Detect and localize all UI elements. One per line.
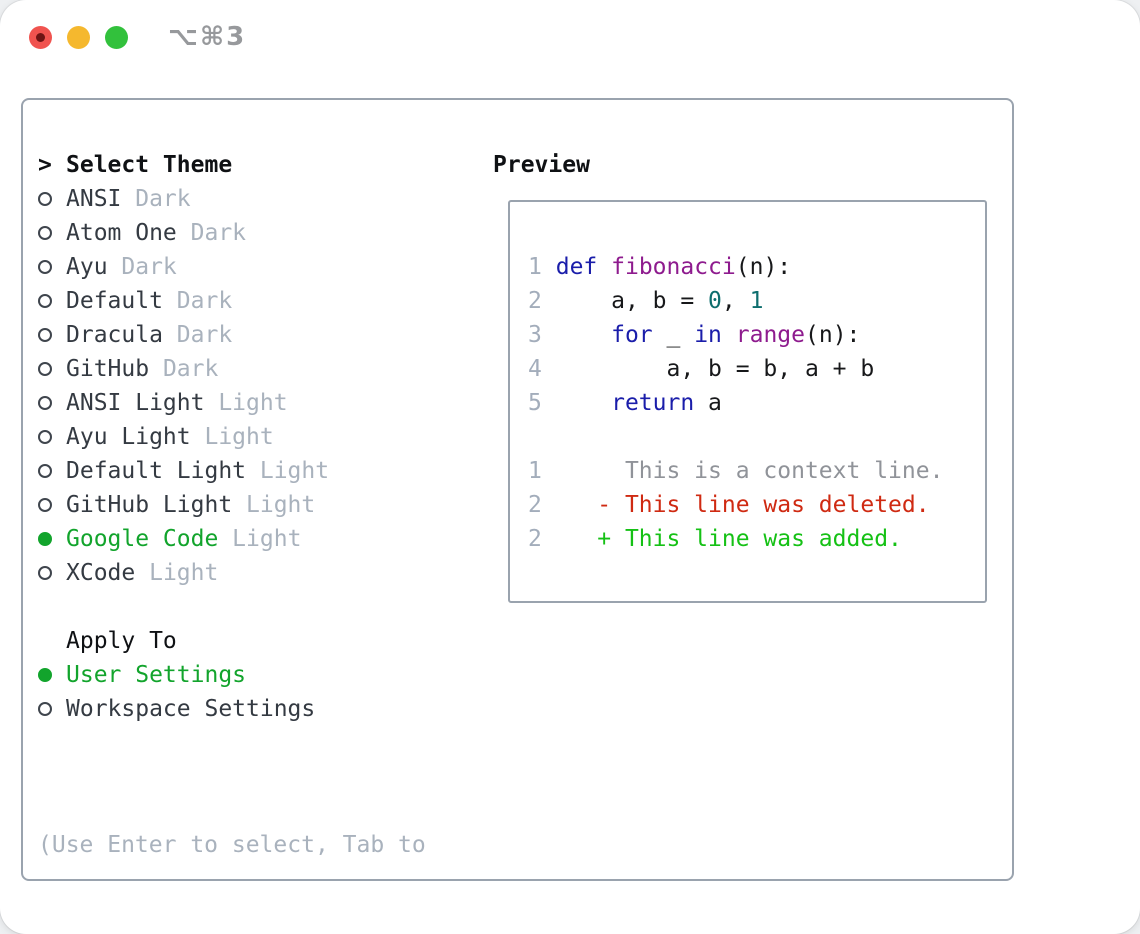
radio-icon [38,702,66,716]
theme-name: Atom One [66,220,177,246]
apply-option-workspace-settings[interactable]: Workspace Settings [38,692,426,726]
close-button[interactable] [29,26,52,49]
minimize-button[interactable] [67,26,90,49]
window-title: ⌥⌘3 [168,22,247,52]
theme-option-default[interactable]: Default Dark [38,284,426,318]
theme-option-github-light[interactable]: GitHub Light Light [38,488,426,522]
help-text-line-1: (Use Enter to select, Tab to [38,832,426,858]
radio-icon [38,260,66,274]
code-line: 5 return a [528,390,722,416]
select-theme-header: > Select Theme [38,148,426,182]
theme-name: ANSI Light [66,390,205,416]
theme-variant: Dark [121,186,191,212]
focus-caret-icon: > [38,152,52,178]
line-number: 4 [528,356,542,382]
theme-name: Dracula [66,322,163,348]
help-text: (Use Enter to select, Tab to change focu… [38,760,426,934]
radio-icon [38,532,66,546]
theme-name: ANSI [66,186,122,212]
theme-option-atom-one[interactable]: Atom One Dark [38,216,426,250]
radio-icon [38,294,66,308]
apply-to-header: Apply To [38,624,426,658]
radio-icon [38,566,66,580]
theme-option-ansi[interactable]: ANSI Dark [38,182,426,216]
theme-option-google-code[interactable]: Google Code Light [38,522,426,556]
zoom-button[interactable] [105,26,128,49]
spacer [38,726,426,760]
line-number: 2 [528,492,542,518]
line-number: 1 [528,458,542,484]
radio-icon [38,192,66,206]
theme-name: Ayu [66,254,108,280]
theme-option-ayu-light[interactable]: Ayu Light Light [38,420,426,454]
radio-icon [38,464,66,478]
diff-line-added: 2 + This line was added. [528,526,902,552]
theme-variant: Dark [162,322,233,348]
theme-variant: Dark [149,356,219,382]
line-number: 1 [528,254,542,280]
theme-variant: Dark [162,288,233,314]
apply-option-label: User Settings [66,662,247,688]
theme-variant: Light [135,560,219,586]
theme-option-ansi-light[interactable]: ANSI Light Light [38,386,426,420]
theme-variant: Light [218,526,302,552]
theme-option-default-light[interactable]: Default Light Light [38,454,426,488]
apply-option-label: Workspace Settings [66,696,316,722]
apply-to-label: Apply To [66,628,177,654]
code-line: 4 a, b = b, a + b [528,356,875,382]
theme-variant: Light [246,458,330,484]
code-line: 3 for _ in range(n): [528,322,861,348]
close-button-dot-icon [36,33,45,42]
help-text-line-2: change focus) [38,930,426,934]
theme-option-github[interactable]: GitHub Dark [38,352,426,386]
radio-icon [38,430,66,444]
theme-variant: Dark [176,220,247,246]
preview-pane: 1 def fibonacci(n): 2 a, b = 0, 1 3 for _ … [508,200,987,603]
preview-header: Preview [493,148,590,182]
line-number: 2 [528,288,542,314]
line-number: 3 [528,322,542,348]
theme-name: GitHub Light [66,492,233,518]
theme-variant: Dark [107,254,177,280]
theme-name: XCode [66,560,136,586]
radio-icon [38,226,66,240]
apply-option-user-settings[interactable]: User Settings [38,658,426,692]
theme-name: Default Light [66,458,247,484]
theme-name: Google Code [66,526,219,552]
radio-icon [38,362,66,376]
theme-option-xcode[interactable]: XCode Light [38,556,426,590]
diff-sample: 1 This is a context line. 2 - This line w… [528,454,943,556]
radio-icon [38,328,66,342]
theme-variant: Light [204,390,288,416]
line-number: 2 [528,526,542,552]
theme-variant: Light [232,492,316,518]
theme-option-dracula[interactable]: Dracula Dark [38,318,426,352]
theme-variant: Light [190,424,274,450]
radio-icon [38,668,66,682]
theme-name: Default [66,288,163,314]
preview-label: Preview [493,152,590,178]
theme-name: GitHub [66,356,150,382]
line-number: 5 [528,390,542,416]
radio-icon [38,396,66,410]
radio-icon [38,498,66,512]
syntax-sample: 1 def fibonacci(n): 2 a, b = 0, 1 3 for _ … [528,250,943,420]
theme-option-ayu[interactable]: Ayu Dark [38,250,426,284]
code-preview: 1 def fibonacci(n): 2 a, b = 0, 1 3 for _ … [528,250,943,556]
title-bar[interactable]: ⌥⌘3 [0,0,1140,75]
theme-name: Ayu Light [66,424,191,450]
spacer [38,590,426,624]
code-line: 2 a, b = 0, 1 [528,288,764,314]
code-line: 1 def fibonacci(n): [528,254,792,280]
blank-line [528,420,943,454]
diff-line-deleted: 2 - This line was deleted. [528,492,930,518]
select-theme-label: Select Theme [66,152,233,178]
diff-line-context: 1 This is a context line. [528,458,944,484]
